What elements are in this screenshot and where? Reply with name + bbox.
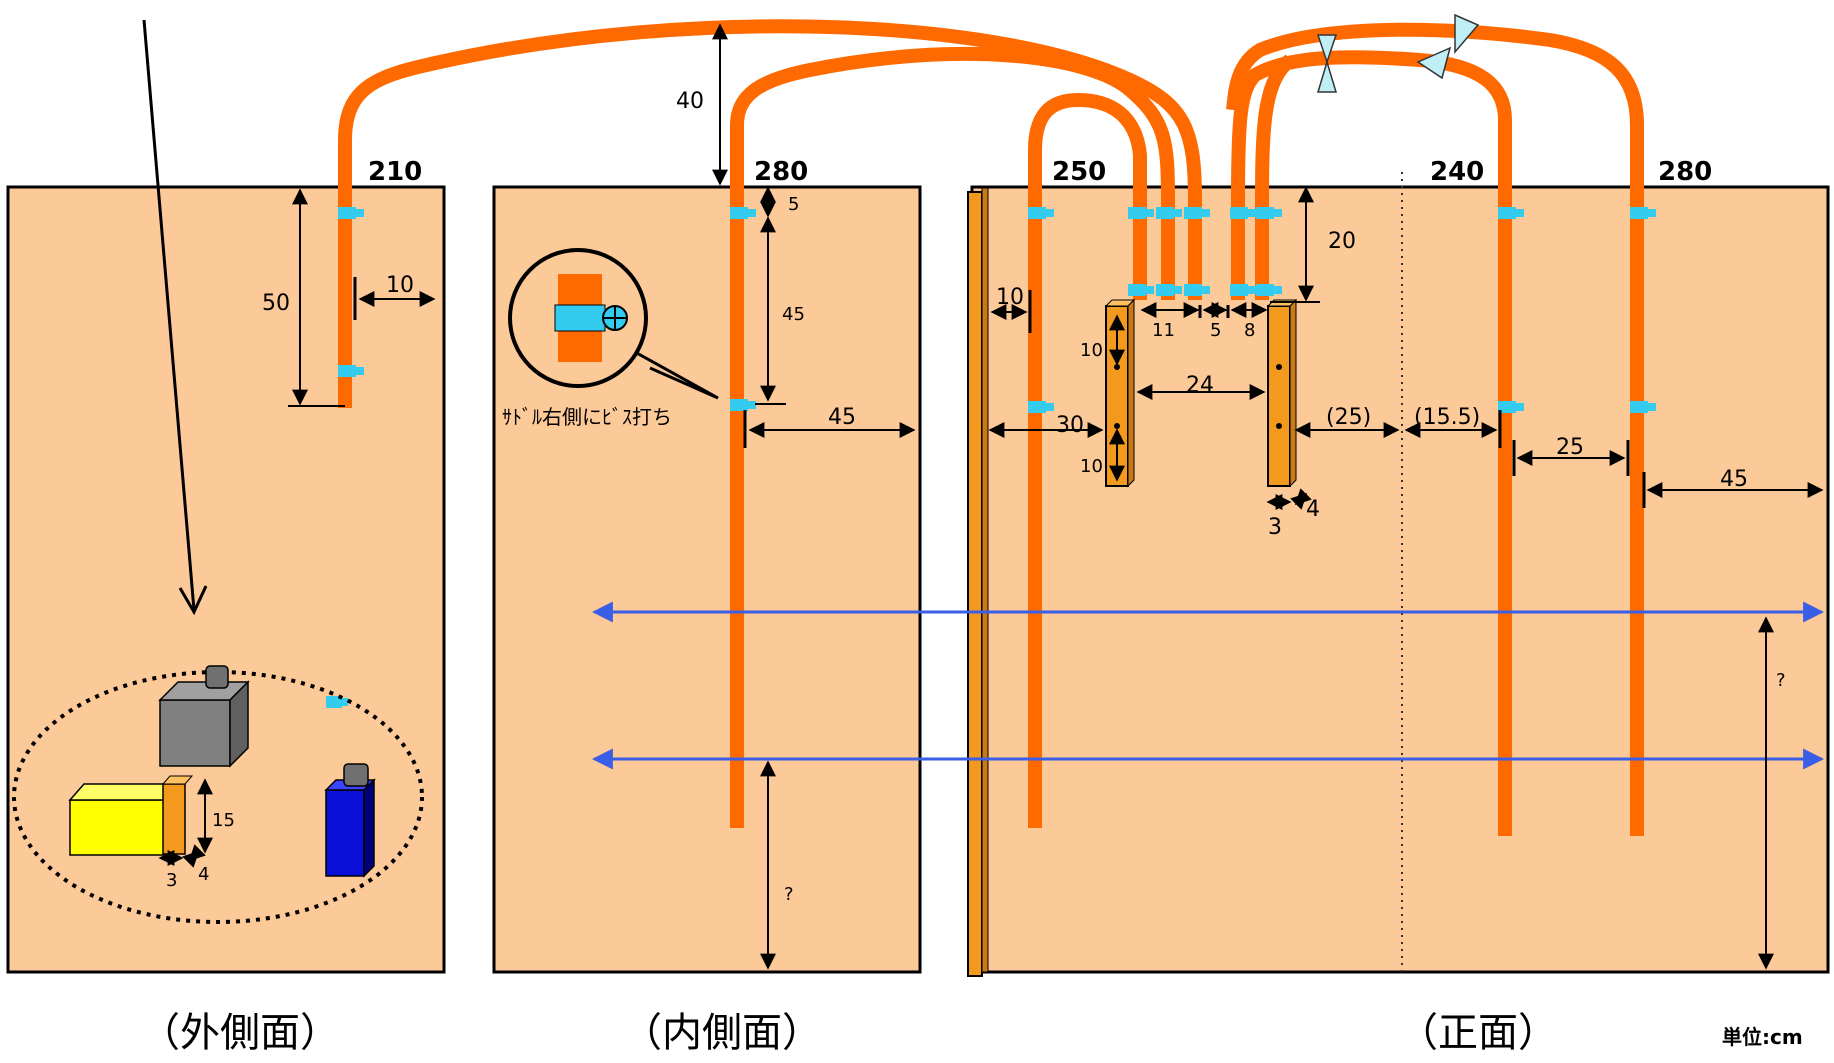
hose-210 <box>338 19 1202 408</box>
dim-front-4: 4 <box>1306 497 1320 522</box>
dim-front-24: 24 <box>1186 373 1214 398</box>
dim-front-45: 45 <box>1720 467 1748 492</box>
hose-length-front-2: 240 <box>1430 157 1484 187</box>
yellow-box-icon <box>68 775 194 856</box>
dim-front-25p: (25) <box>1326 405 1371 430</box>
pointer-arrow-head <box>178 585 208 616</box>
front-vertical-post <box>967 191 983 977</box>
hose-280-inner <box>730 46 1175 828</box>
valve-1 <box>1316 34 1338 93</box>
dim-front-10: 10 <box>996 285 1024 310</box>
hose-group <box>338 19 1644 836</box>
dim-outer-10: 10 <box>386 273 414 298</box>
hose-length-front-1: 250 <box>1052 157 1106 187</box>
gray-box-icon <box>158 665 250 768</box>
detail-ellipse <box>12 670 424 924</box>
dim-front-25: 25 <box>1556 435 1584 460</box>
dim-front-q: ? <box>1776 670 1786 691</box>
view-title-inner: （内側面） <box>622 1010 822 1056</box>
post-left <box>1104 298 1136 488</box>
hose-250 <box>1028 92 1147 828</box>
dim-front-20: 20 <box>1328 229 1356 254</box>
screw-note: ｻﾄﾞﾙ右側にﾋﾞｽ打ち <box>502 405 672 429</box>
dim-outer-3: 3 <box>166 870 177 891</box>
hose-240 <box>1231 50 1512 836</box>
dim-inner-45h: 45 <box>828 405 856 430</box>
dim-front-5: 5 <box>1210 320 1221 341</box>
dim-outer-15: 15 <box>212 810 235 831</box>
dim-front-3: 3 <box>1268 515 1282 540</box>
hose-length-inner: 280 <box>754 157 808 187</box>
dim-inner-45v: 45 <box>782 304 805 325</box>
dim-front-30: 30 <box>1056 413 1084 438</box>
front-panel <box>970 185 1830 974</box>
callout-saddle-detail <box>508 248 719 400</box>
dim-outer-50: 50 <box>262 291 290 316</box>
dim-front-8: 8 <box>1244 320 1255 341</box>
unit-label: 単位:cm <box>1722 1025 1803 1049</box>
saddles <box>326 207 1656 708</box>
valve-2 <box>1416 13 1480 80</box>
pointer-arrow <box>142 19 196 611</box>
view-title-outer: （外側面） <box>140 1010 340 1056</box>
dim-inner-40: 40 <box>676 89 704 114</box>
dim-outer-4: 4 <box>198 864 209 885</box>
dim-front-155p: (15.5) <box>1414 405 1480 430</box>
dim-front-11: 11 <box>1152 320 1175 341</box>
hose-length-outer: 210 <box>368 157 422 187</box>
view-title-front: （正面） <box>1398 1010 1558 1056</box>
front-vertical-post-side <box>981 187 989 973</box>
dim-inner-q: ? <box>784 884 794 905</box>
post-right <box>1266 298 1298 488</box>
blue-bottle-icon <box>324 763 376 878</box>
dim-front-10a: 10 <box>1080 340 1103 361</box>
hose-280-front <box>1226 22 1644 836</box>
dim-front-10b: 10 <box>1080 456 1103 477</box>
hose-length-front-3: 280 <box>1658 157 1712 187</box>
dim-inner-5: 5 <box>788 194 799 215</box>
